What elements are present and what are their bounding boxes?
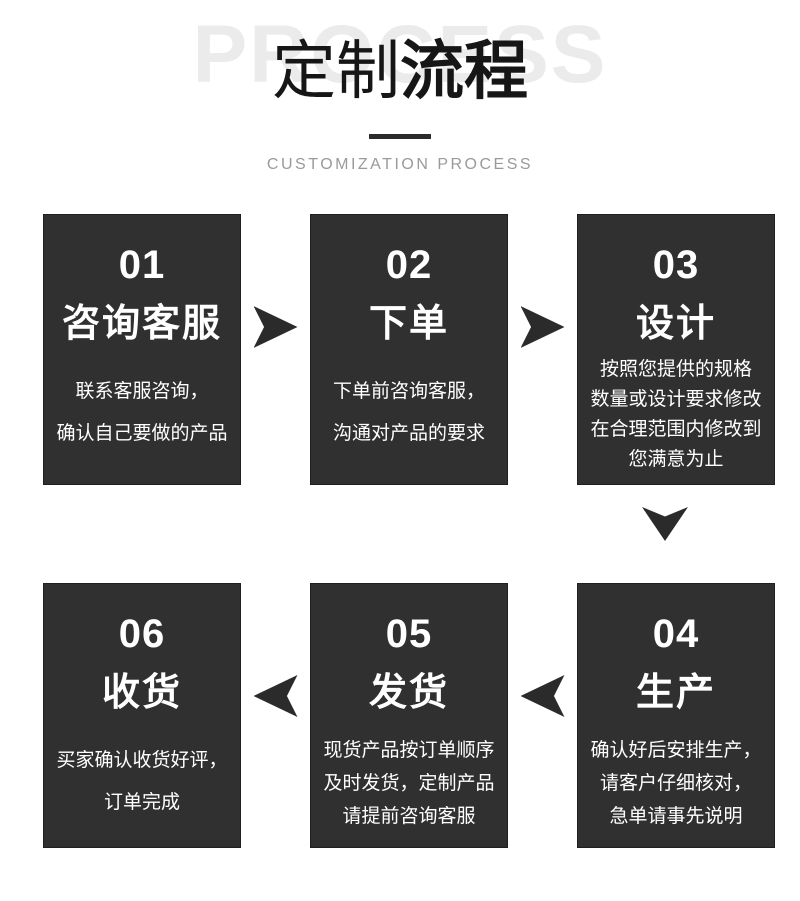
flow-row-top: 01 咨询客服 联系客服咨询， 确认自己要做的产品 02 下单 下单前咨询客服，… [43,214,775,485]
step-number: 03 [652,243,700,287]
step-desc-line: 按照您提供的规格 [599,359,752,380]
step-number: 04 [652,612,700,656]
step-card-06: 06 收货 买家确认收货好评， 订单完成 [43,583,241,848]
arrow-left-icon [520,675,565,717]
header: PROCESS 定制流程 CUSTOMIZATION PROCESS [0,0,800,214]
step-title: 下单 [368,303,449,345]
process-watermark-text: PROCESS [192,9,608,100]
step-desc: 现货产品按订单顺序 及时发货，定制产品 请提前咨询客服 [311,734,507,833]
step-title: 设计 [635,303,716,345]
step-desc-line: 买家确认收货好评， [56,750,228,771]
arrow-down-icon [642,507,688,541]
step-number: 05 [385,612,433,656]
page-title-light-part: 定制 [272,35,400,107]
step-card-05: 05 发货 现货产品按订单顺序 及时发货，定制产品 请提前咨询客服 [310,583,508,848]
step-desc-line: 订单完成 [103,792,180,813]
step-desc-line: 急单请事先说明 [609,806,743,827]
step-desc-line: 现货产品按订单顺序 [323,740,495,761]
step-desc-line: 请客户仔细核对， [599,773,752,794]
step-desc-line: 请提前咨询客服 [342,806,476,827]
step-desc: 下单前咨询客服， 沟通对产品的要求 [311,371,507,455]
arrow-right-icon [253,306,298,348]
step-card-04: 04 生产 确认好后安排生产， 请客户仔细核对， 急单请事先说明 [577,583,775,848]
flow-row-bottom: 06 收货 买家确认收货好评， 订单完成 05 发货 现货产品按订单顺序 及时发… [43,583,775,848]
arrow-left-icon [253,675,298,717]
step-desc: 买家确认收货好评， 订单完成 [44,740,240,824]
title-divider [369,134,431,139]
step-title: 咨询客服 [61,303,222,345]
page-subtitle: CUSTOMIZATION PROCESS [266,156,534,173]
step-desc-line: 确认自己要做的产品 [56,423,228,444]
step-number: 06 [118,612,166,656]
step-desc: 联系客服咨询， 确认自己要做的产品 [44,371,240,455]
page-title-bold-part: 流程 [400,35,528,107]
step-card-02: 02 下单 下单前咨询客服， 沟通对产品的要求 [310,214,508,485]
step-desc-line: 及时发货，定制产品 [323,773,495,794]
step-desc: 按照您提供的规格 数量或设计要求修改 在合理范围内修改到 您满意为止 [578,355,774,475]
step-desc-line: 联系客服咨询， [75,381,209,402]
step-desc-line: 在合理范围内修改到 [590,419,762,440]
step-desc: 确认好后安排生产， 请客户仔细核对， 急单请事先说明 [578,734,774,833]
step-card-03: 03 设计 按照您提供的规格 数量或设计要求修改 在合理范围内修改到 您满意为止 [577,214,775,485]
step-title: 发货 [368,672,449,714]
step-desc-line: 沟通对产品的要求 [332,423,485,444]
arrow-right-icon [520,306,565,348]
step-desc-line: 确认好后安排生产， [590,740,762,761]
step-title: 收货 [101,672,182,714]
step-desc-line: 数量或设计要求修改 [590,389,762,410]
page-title: 定制流程 [0,35,800,108]
step-card-01: 01 咨询客服 联系客服咨询， 确认自己要做的产品 [43,214,241,485]
step-desc-line: 下单前咨询客服， [332,381,485,402]
step-desc-line: 您满意为止 [628,449,724,470]
step-number: 01 [118,243,166,287]
step-title: 生产 [635,672,716,714]
step-number: 02 [385,243,433,287]
